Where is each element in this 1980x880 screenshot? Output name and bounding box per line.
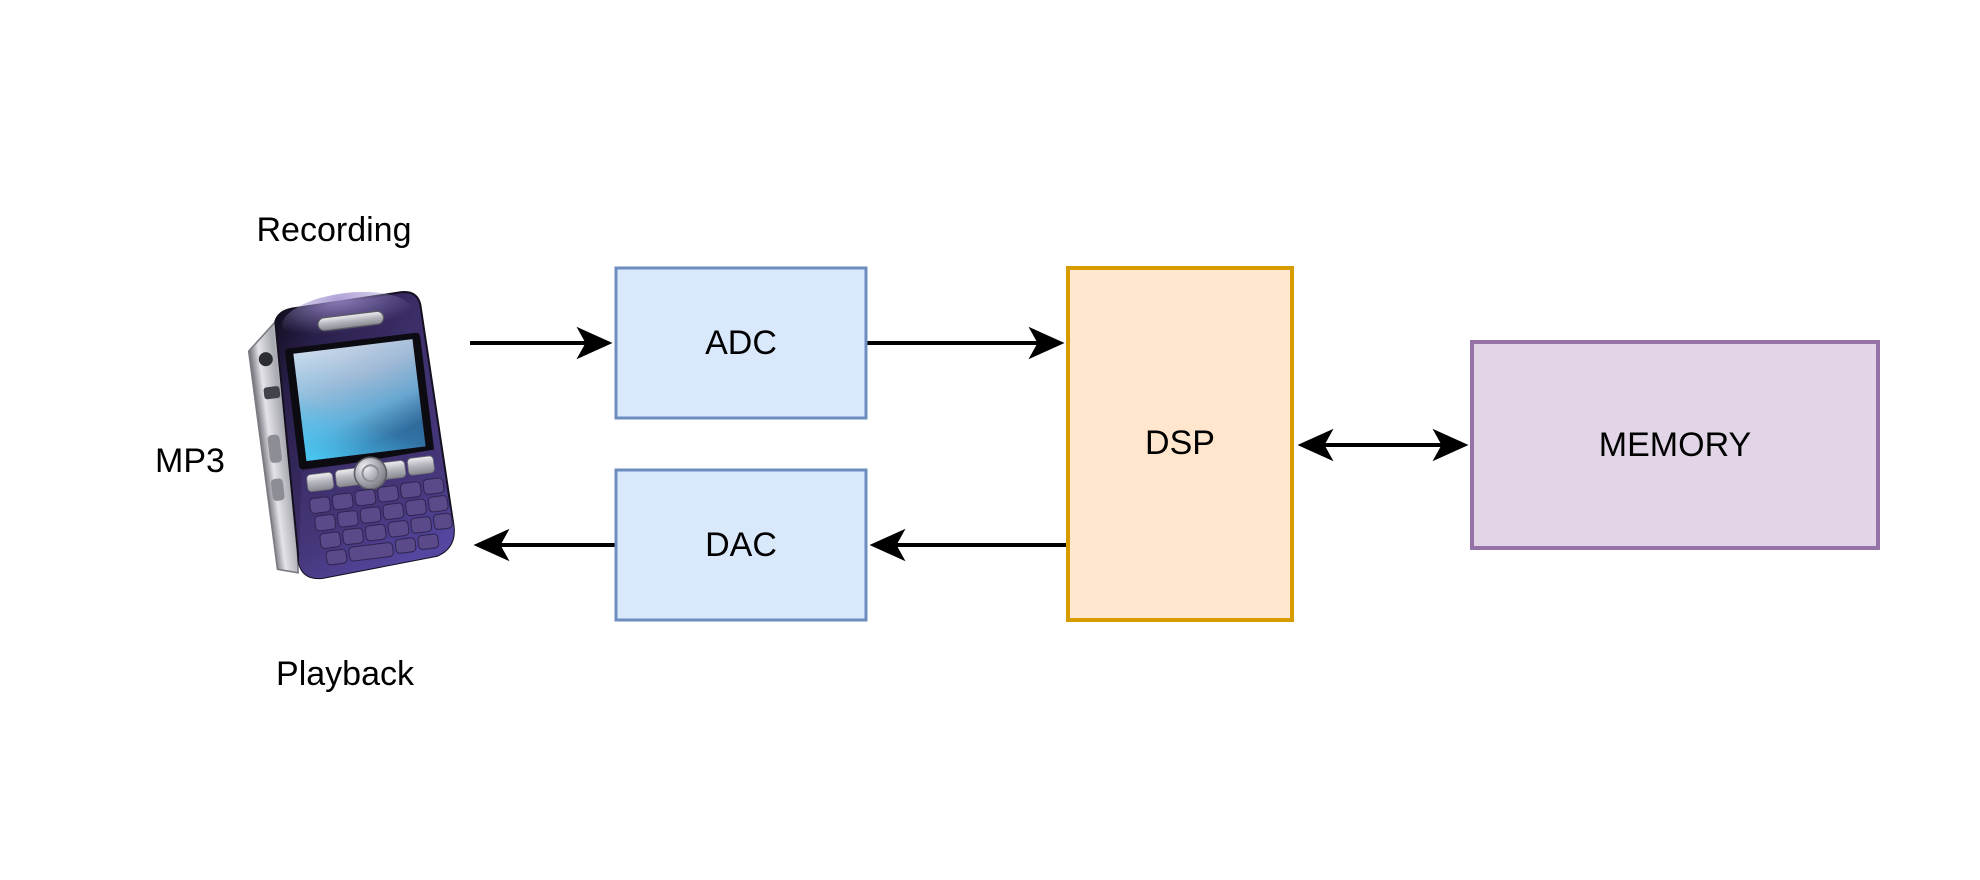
- node-dac[interactable]: DAC: [614, 468, 868, 622]
- node-memory[interactable]: MEMORY: [1470, 340, 1880, 550]
- dac-label: DAC: [705, 526, 777, 564]
- phone-volume-button: [267, 434, 282, 463]
- phone-trackball-ring: [361, 464, 380, 483]
- playback-label: Playback: [276, 655, 415, 693]
- memory-label: MEMORY: [1599, 426, 1751, 464]
- adc-label: ADC: [705, 324, 777, 362]
- dsp-label: DSP: [1145, 424, 1215, 462]
- phone-side-button: [270, 478, 285, 501]
- node-dsp[interactable]: DSP: [1066, 266, 1294, 622]
- phone-earpiece-icon: [317, 310, 385, 332]
- memory-box[interactable]: [1470, 340, 1880, 550]
- recording-label: Recording: [257, 211, 412, 249]
- phone-screen-glow: [293, 339, 426, 461]
- phone-port-icon: [263, 386, 281, 400]
- dsp-box[interactable]: [1066, 266, 1294, 622]
- adc-box[interactable]: [614, 266, 868, 420]
- phone-jack-icon: [258, 352, 273, 367]
- node-adc[interactable]: ADC: [614, 266, 868, 420]
- mp3-label: MP3: [155, 442, 225, 480]
- mp3-phone-image: [247, 291, 455, 580]
- dac-box[interactable]: [614, 468, 868, 622]
- phone-qwerty-keys: [309, 477, 453, 566]
